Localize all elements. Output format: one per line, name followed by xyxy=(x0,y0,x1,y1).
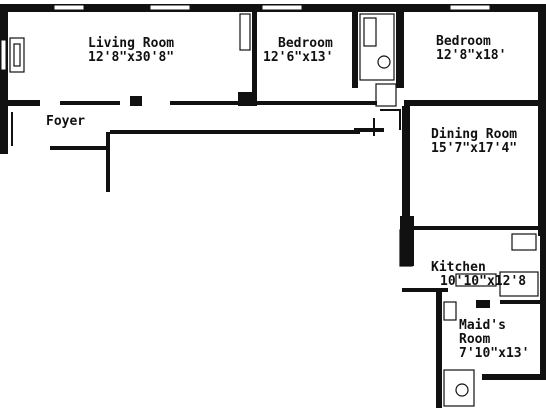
wall-foyer-inner-2 xyxy=(354,128,384,132)
room-size-kitchen: 10'10"x12'8 xyxy=(440,274,526,289)
wall-pillar-2 xyxy=(238,92,252,106)
room-size-bedroom-1: 12'6"x13' xyxy=(263,50,333,65)
maid-closet-icon xyxy=(443,301,457,321)
wall-maid-bottom xyxy=(482,374,546,380)
wall-top-left xyxy=(0,4,408,12)
wall-living-bottom-3 xyxy=(170,101,240,105)
maid-toilet-icon xyxy=(455,383,469,397)
wall-kitchen-top xyxy=(410,226,546,230)
kitchen-cabinet-icon xyxy=(499,271,539,297)
wall-living-bedroom xyxy=(252,8,257,106)
toilet-icon xyxy=(377,55,391,69)
wall-kitchen-right xyxy=(540,230,546,380)
room-name-foyer: Foyer xyxy=(46,114,85,129)
fixtures xyxy=(9,13,539,407)
room-name-maids-room-line1: Maid's xyxy=(459,318,506,333)
fireplace-inner-icon xyxy=(13,43,21,67)
window-left xyxy=(0,39,7,71)
wall-foyer-corner xyxy=(0,146,8,154)
wall-bedroom1-bottom xyxy=(257,101,377,105)
window-4 xyxy=(449,4,491,11)
wall-left xyxy=(0,4,8,154)
window-3 xyxy=(261,4,303,11)
wall-living-bottom-1 xyxy=(0,100,40,106)
room-name-dining-room: Dining Room xyxy=(431,127,517,142)
window-1 xyxy=(53,4,85,11)
room-name-living-room: Living Room xyxy=(88,36,174,51)
bathroom-icon xyxy=(359,13,395,81)
sink-icon xyxy=(455,273,497,287)
wall-living-bottom-2 xyxy=(60,101,120,105)
bathtub-icon xyxy=(363,17,377,47)
wall-foyer-bottom xyxy=(50,146,110,150)
wall-maid-pillar xyxy=(476,300,490,308)
wall-maid-top xyxy=(500,300,540,304)
room-size-maids-room: 7'10"x13' xyxy=(459,346,529,361)
room-name-bedroom-1: Bedroom xyxy=(278,36,333,51)
foyer-right-line xyxy=(380,109,401,130)
wall-foyer-stub xyxy=(106,132,110,192)
room-size-bedroom-2: 12'8"x18' xyxy=(436,48,506,63)
room-name-bedroom-2: Bedroom xyxy=(436,34,491,49)
wall-bath-right xyxy=(396,8,404,88)
maid-bath-icon xyxy=(443,369,475,407)
wall-maid-left xyxy=(436,292,442,408)
window-2 xyxy=(149,4,191,11)
kitchen-counter-icon xyxy=(399,229,413,267)
wall-kitchen-bottom-left xyxy=(402,288,448,292)
room-labels: Living Room 12'8"x30'8" Bedroom 12'6"x13… xyxy=(46,34,529,361)
stove-icon xyxy=(511,233,537,251)
wall-pillar-1 xyxy=(130,96,142,106)
wall-bath-left xyxy=(352,8,358,88)
windows xyxy=(0,4,491,71)
room-name-kitchen: Kitchen xyxy=(431,260,486,275)
room-size-dining-room: 15'7"x17'4" xyxy=(431,141,517,156)
room-size-living-room: 12'8"x30'8" xyxy=(88,50,174,65)
fireplace-icon xyxy=(9,37,25,73)
wall-dining-left xyxy=(402,106,410,216)
wall-foyer-inner xyxy=(110,130,360,134)
closet-icon xyxy=(239,13,251,51)
wall-dining-right xyxy=(538,106,546,236)
room-name-maids-room-line2: Room xyxy=(459,332,490,347)
bath-door-icon xyxy=(375,83,397,107)
wall-bedroom2-right xyxy=(538,4,546,106)
wall-bedroom2-bottom xyxy=(404,100,546,106)
